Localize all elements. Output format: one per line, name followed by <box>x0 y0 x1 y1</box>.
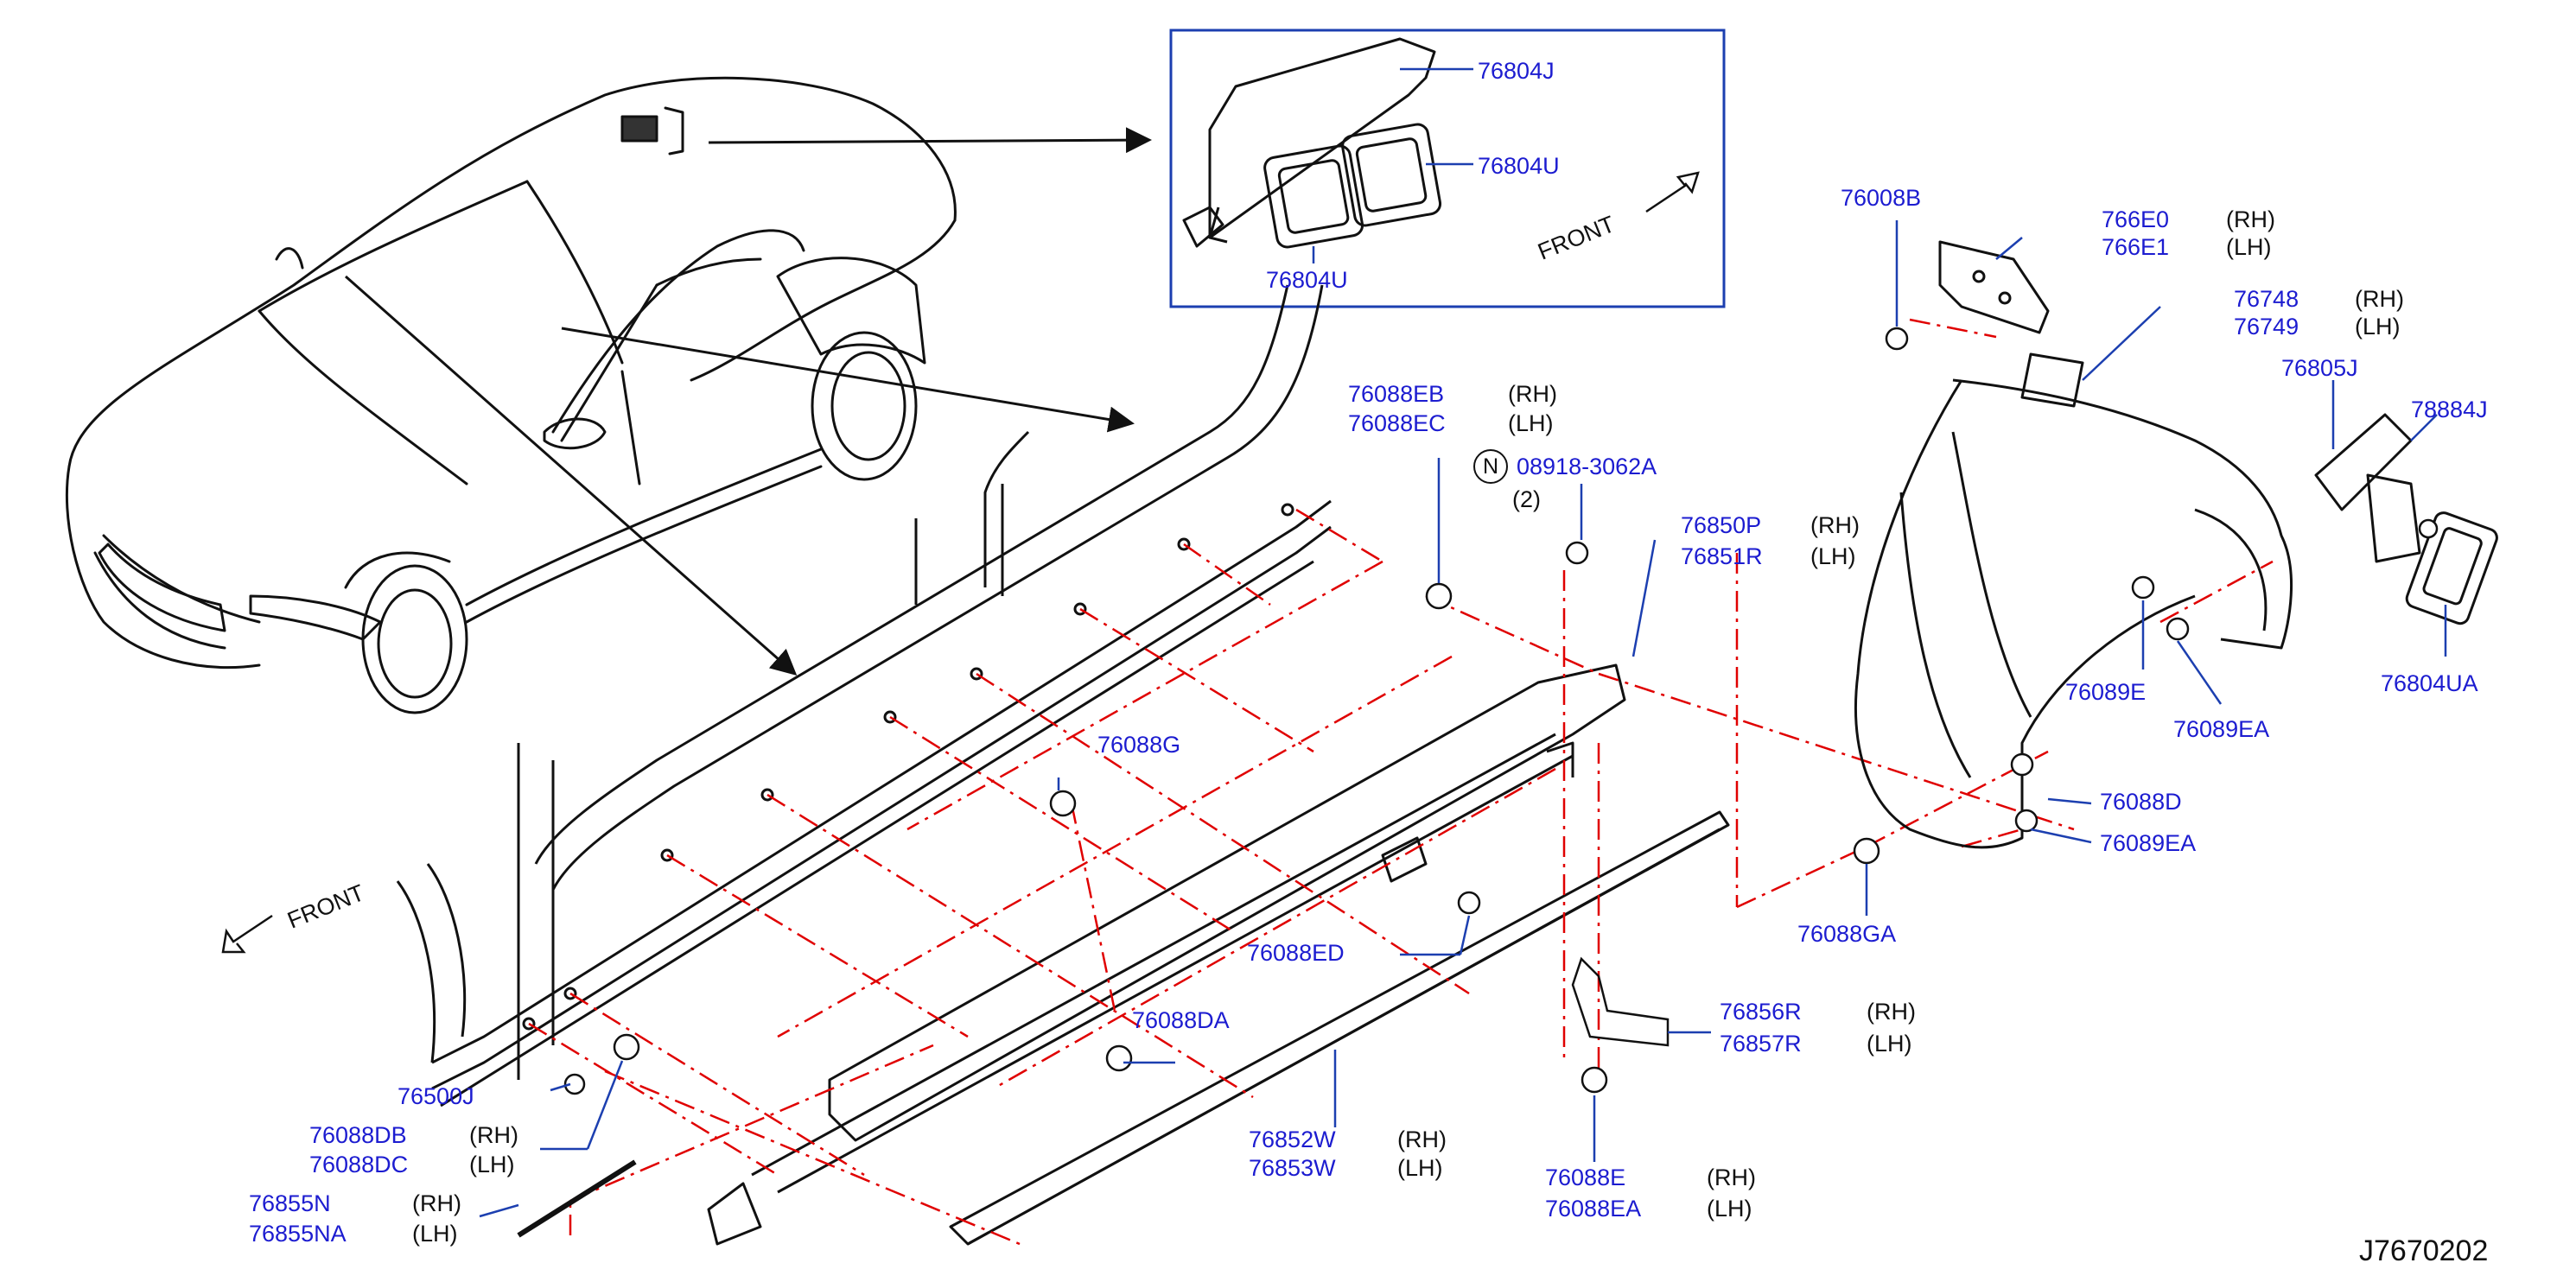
side-76088DB: (RH) <box>469 1122 518 1148</box>
label-76089E: 76089E <box>2065 679 2147 705</box>
label-76804U: 76804U <box>1478 153 1560 179</box>
label-76088EA: 76088EA <box>1545 1196 1642 1222</box>
side-76748: (RH) <box>2355 286 2404 312</box>
fasteners <box>563 327 2439 1095</box>
label-76749: 76749 <box>2234 314 2299 340</box>
label-76852W: 76852W <box>1249 1127 1336 1152</box>
side-76088EC: (LH) <box>1508 410 1554 436</box>
fender-liner-drawing <box>1854 352 2293 849</box>
diagram-reference-number: J7670202 <box>2359 1234 2489 1267</box>
side-766E1: (LH) <box>2226 234 2272 260</box>
inset-front-arrow <box>1645 171 1700 213</box>
side-76851R: (LH) <box>1810 543 1856 569</box>
label-76853W: 76853W <box>1249 1155 1336 1181</box>
label-76088G: 76088G <box>1097 732 1181 758</box>
label-76088E: 76088E <box>1545 1165 1626 1190</box>
label-76805J: 76805J <box>2281 355 2358 381</box>
label-76089EA-lower: 76089EA <box>2100 830 2197 856</box>
label-76748: 76748 <box>2234 286 2299 312</box>
label-76850P: 76850P <box>1681 512 1762 538</box>
inset-frame <box>1169 29 1726 308</box>
vent-76804UA-drawing <box>2405 511 2498 625</box>
leader-lines <box>479 220 2447 1218</box>
label-76088EC: 76088EC <box>1348 410 1446 436</box>
label-08918-3062A: 08918-3062A <box>1517 454 1657 479</box>
label-766E1: 766E1 <box>2102 234 2170 260</box>
side-76088E: (RH) <box>1707 1165 1756 1190</box>
label-76804U-lower: 76804U <box>1266 267 1348 293</box>
label-76088GA: 76088GA <box>1797 921 1897 947</box>
clip-76805J-drawing <box>2314 413 2421 563</box>
side-76088EA: (LH) <box>1707 1196 1752 1222</box>
label-76855N: 76855N <box>249 1190 331 1216</box>
side-76749: (LH) <box>2355 314 2401 340</box>
label-76804J: 76804J <box>1478 58 1555 84</box>
side-76850P: (RH) <box>1810 512 1860 538</box>
side-76856R: (RH) <box>1867 999 1916 1025</box>
body-sill-drawing <box>396 284 1332 1107</box>
label-76089EA-upper: 76089EA <box>2173 716 2270 742</box>
car-illustration <box>65 76 957 714</box>
label-76855NA: 76855NA <box>249 1221 347 1247</box>
pointer-arrows <box>345 127 1152 676</box>
label-76856R: 76856R <box>1720 999 1802 1025</box>
label-76088DA: 76088DA <box>1132 1007 1230 1033</box>
side-76857R: (LH) <box>1867 1031 1912 1057</box>
side-76855NA: (LH) <box>412 1221 458 1247</box>
label-76857R: 76857R <box>1720 1031 1802 1057</box>
label-78884J: 78884J <box>2411 397 2488 422</box>
inset-duct-drawing <box>1182 37 1442 249</box>
side-76852W: (RH) <box>1397 1127 1447 1152</box>
nut-marker: N <box>1473 449 1508 484</box>
inset-leaders <box>1312 67 1473 263</box>
side-766E0: (RH) <box>2226 206 2275 232</box>
label-76088DB: 76088DB <box>309 1122 407 1148</box>
sill-cover-drawing <box>707 663 1730 1246</box>
label-76008B: 76008B <box>1841 185 1922 211</box>
label-76088ED: 76088ED <box>1247 940 1345 966</box>
guide-lines <box>528 318 2274 1246</box>
side-76855N: (RH) <box>412 1190 461 1216</box>
side-76088EB: (RH) <box>1508 381 1557 407</box>
label-76088EB: 76088EB <box>1348 381 1445 407</box>
left-front-arrow <box>221 914 273 954</box>
bracket-drawing <box>1938 240 2050 334</box>
label-76088D: 76088D <box>2100 789 2182 815</box>
label-766E0: 766E0 <box>2102 206 2170 232</box>
label-76088DC: 76088DC <box>309 1152 409 1177</box>
side-76088DC: (LH) <box>469 1152 515 1177</box>
quantity-08918: (2) <box>1512 486 1541 512</box>
label-76500J: 76500J <box>398 1083 474 1109</box>
label-76851R: 76851R <box>1681 543 1763 569</box>
seal-strip-drawing <box>517 1159 637 1238</box>
side-76853W: (LH) <box>1397 1155 1443 1181</box>
label-76804UA: 76804UA <box>2381 670 2478 696</box>
